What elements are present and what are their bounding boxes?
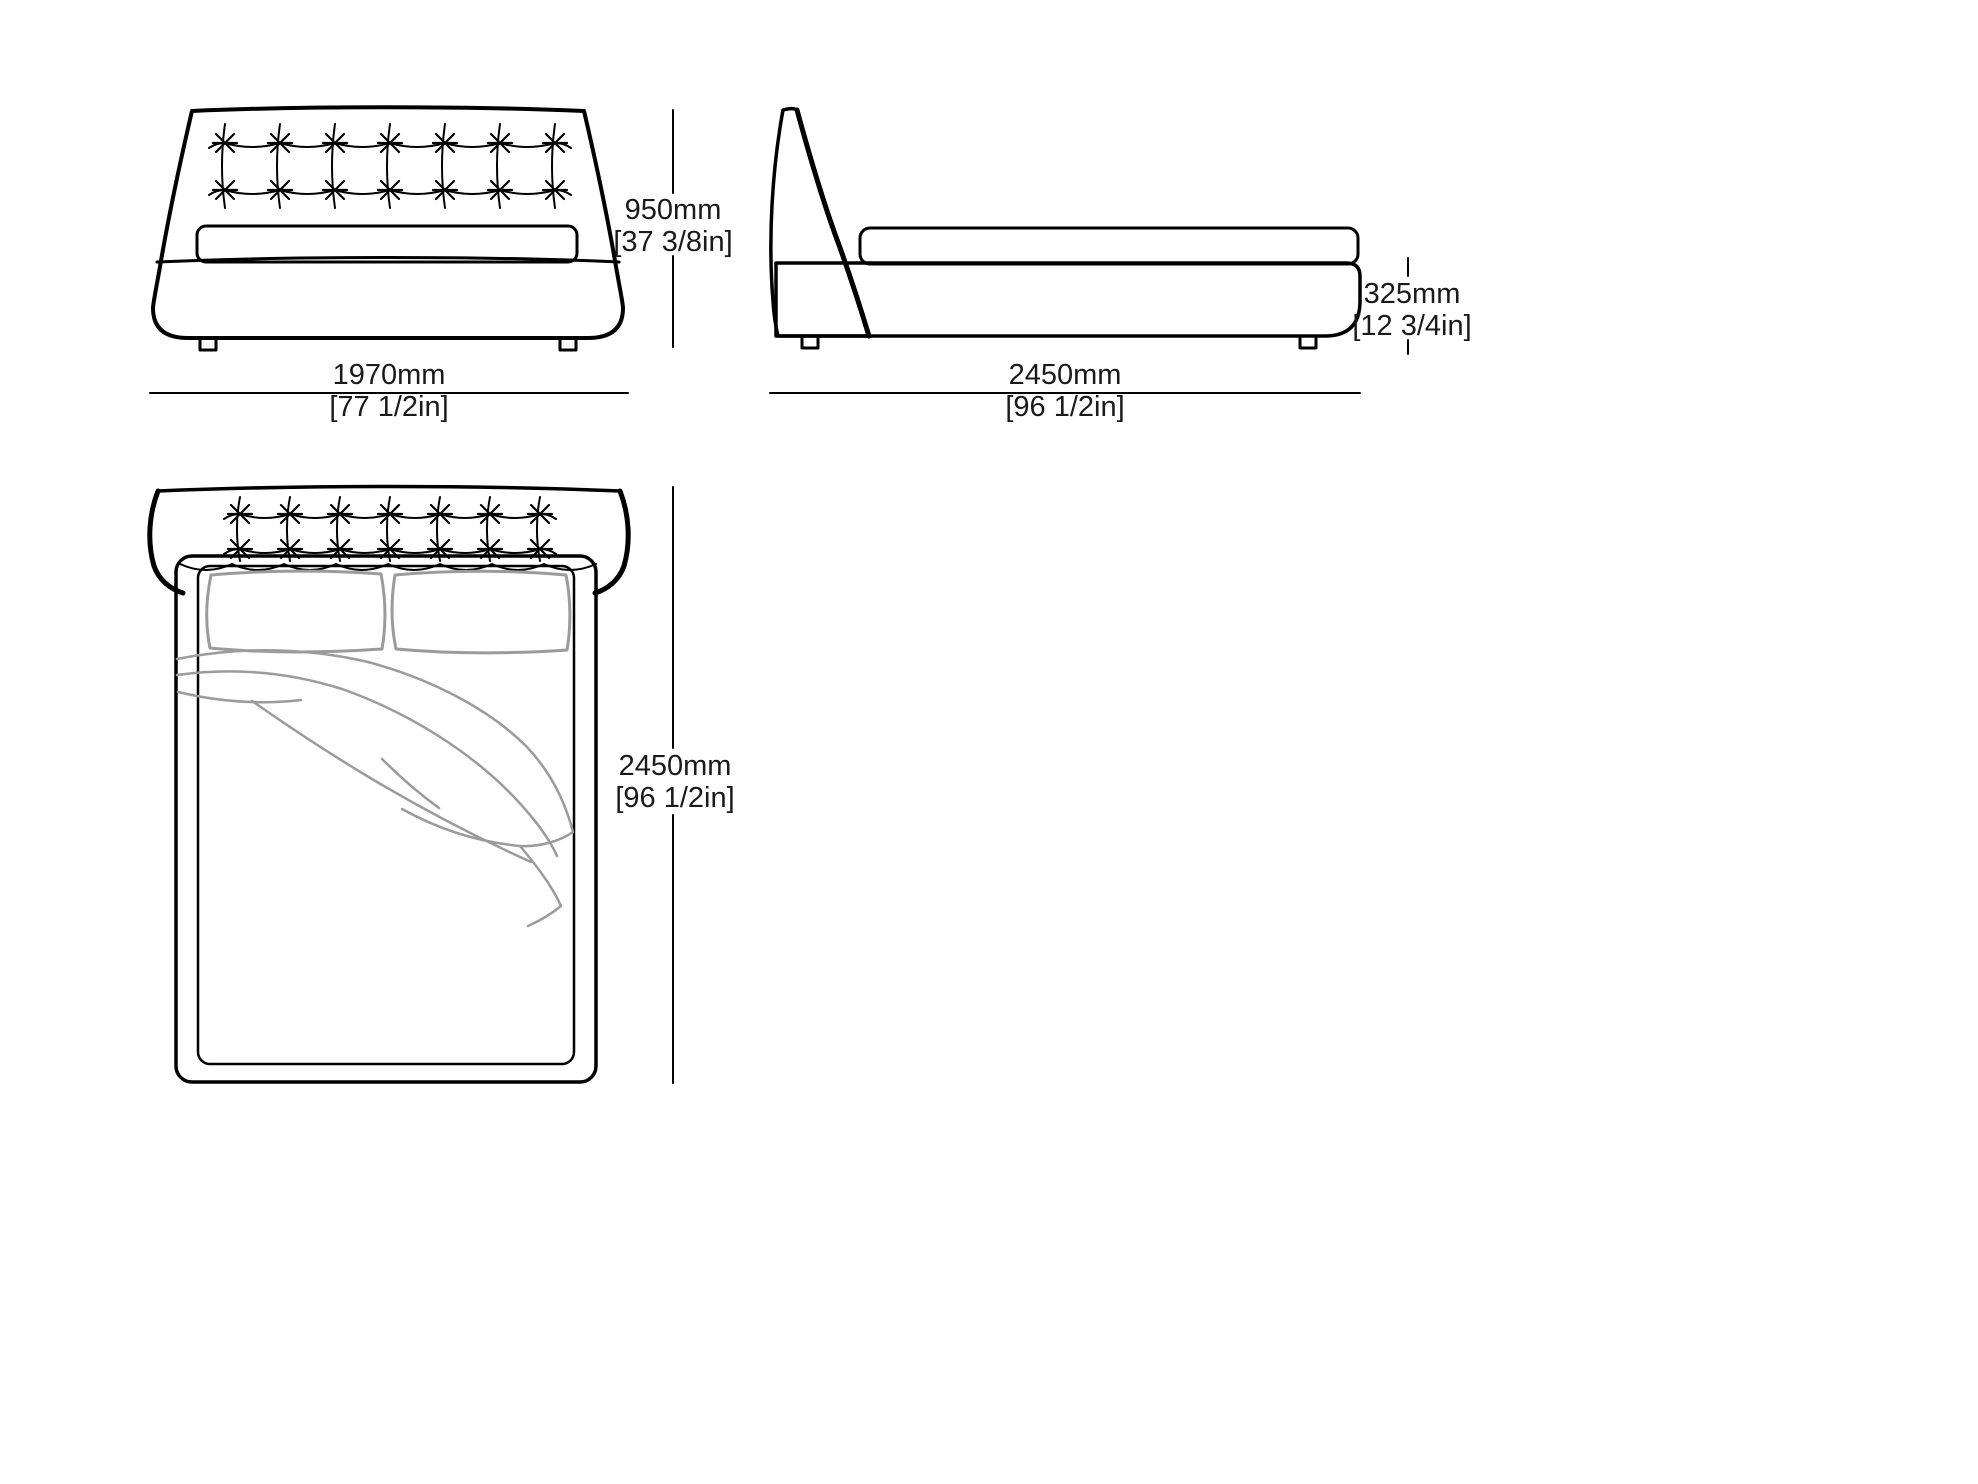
side-right-foot <box>1298 334 1318 350</box>
dimension-value: 1970mm <box>332 359 446 391</box>
top-headboard-left-flare <box>147 488 186 596</box>
top-headboard-right-flare <box>592 488 631 596</box>
tuft-button-icon <box>426 503 454 525</box>
side-headboard-profile <box>769 106 871 338</box>
front-mattress-outline <box>195 224 579 264</box>
dimension-imperial: [12 3/4in] <box>1352 310 1472 342</box>
front-bed-silhouette <box>151 105 625 340</box>
dimension-imperial: [96 1/2in] <box>615 782 735 814</box>
blanket-fold-line <box>380 757 441 810</box>
blanket-fold-line <box>400 807 522 848</box>
front-view-drawing <box>151 105 625 352</box>
dimension-value: 2450mm <box>1008 359 1122 391</box>
tuft-button-icon <box>376 132 404 154</box>
front-height-dimension: 950mm [37 3/8in] <box>613 194 733 258</box>
dimension-imperial: [37 3/8in] <box>613 226 733 258</box>
dimension-imperial: [77 1/2in] <box>329 391 449 423</box>
tuft-button-icon <box>476 503 504 525</box>
side-mattress-outline <box>858 226 1360 266</box>
tuft-button-icon <box>276 503 304 525</box>
tuft-button-icon <box>431 179 459 201</box>
tuft-button-icon <box>431 132 459 154</box>
tuft-button-icon <box>321 179 349 201</box>
front-base-seam-line <box>155 256 621 264</box>
side-base-height-dimension: 325mm [12 3/4in] <box>1352 278 1472 342</box>
tuft-button-icon <box>211 179 239 201</box>
side-view-drawing <box>769 106 1362 350</box>
tuft-button-icon <box>376 179 404 201</box>
front-width-dimension: 1970mm [77 1/2in] <box>329 359 449 423</box>
tuft-button-icon <box>486 179 514 201</box>
top-left-pillow <box>205 569 387 654</box>
tuft-button-icon <box>541 179 569 201</box>
blanket-fold-line <box>176 690 303 704</box>
tuft-button-icon <box>266 132 294 154</box>
tuft-button-icon <box>326 503 354 525</box>
blanket-fold-line <box>175 649 370 664</box>
blanket-fold-line <box>518 830 575 928</box>
tuft-button-icon <box>486 132 514 154</box>
dimension-value: 325mm <box>1363 278 1461 310</box>
top-headboard-scallop-edge <box>179 563 597 571</box>
dimension-imperial: [96 1/2in] <box>1005 391 1125 423</box>
top-view-drawing <box>147 484 631 1084</box>
blanket-fold-line <box>175 670 559 858</box>
tuft-button-icon <box>321 132 349 154</box>
dimension-value: 2450mm <box>618 750 732 782</box>
side-base-outline <box>774 261 1362 338</box>
top-length-dimension: 2450mm [96 1/2in] <box>615 750 735 814</box>
top-headboard-top-edge <box>156 484 622 493</box>
side-length-dimension: 2450mm [96 1/2in] <box>1005 359 1125 423</box>
blanket-fold-line <box>250 699 533 864</box>
front-right-foot <box>558 336 578 352</box>
front-tuft-row-lines <box>208 142 572 196</box>
tuft-button-icon <box>541 132 569 154</box>
top-right-pillow <box>390 569 572 655</box>
front-left-foot <box>198 336 218 352</box>
tuft-button-icon <box>266 179 294 201</box>
top-mattress-inner-outline <box>196 564 576 1066</box>
dimension-lines <box>149 109 1409 1084</box>
blanket-fold-line <box>366 660 575 834</box>
top-blanket-folds <box>175 649 575 928</box>
tuft-button-icon <box>211 132 239 154</box>
side-headboard-curve <box>794 107 872 339</box>
top-tuft-vertical-lines <box>236 496 541 562</box>
front-tuft-vertical-lines <box>221 123 556 209</box>
tuft-button-icon <box>526 503 554 525</box>
tuft-button-icon <box>226 503 254 525</box>
side-left-foot <box>800 334 820 350</box>
tuft-button-icon <box>376 503 404 525</box>
top-bed-frame-outline <box>174 554 598 1084</box>
dimension-value: 950mm <box>624 194 722 226</box>
